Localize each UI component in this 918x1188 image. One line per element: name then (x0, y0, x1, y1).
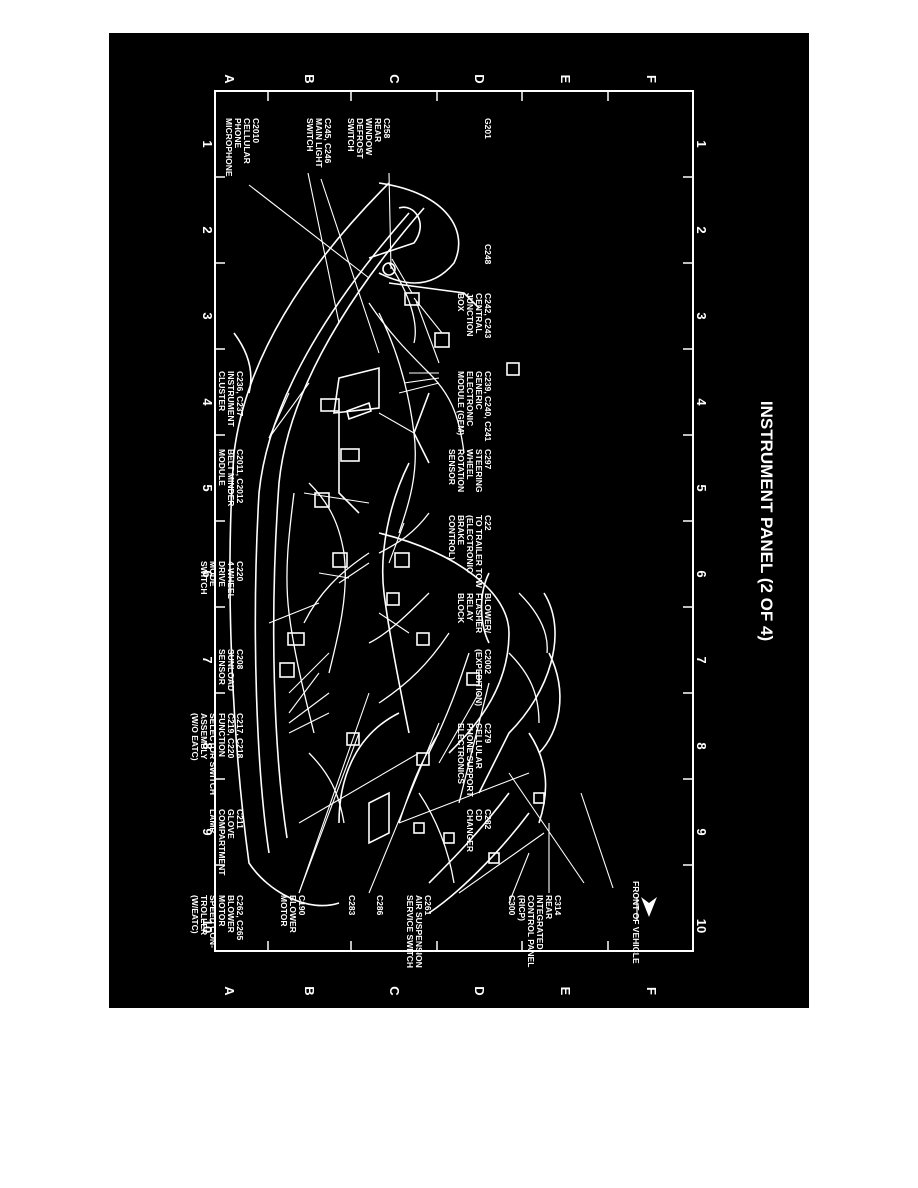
label-c248: C248 (483, 244, 493, 265)
label-c208-sunload-sensor: C208 SUNLOAD SENSOR (217, 649, 245, 693)
grid-number-top-9: 9 (200, 828, 215, 835)
grid-letter-left-a: A (222, 74, 237, 84)
front-of-vehicle-label: FRONT OF VEHICLE (631, 881, 641, 964)
grid-number-top-3: 3 (200, 312, 215, 319)
leader-lines (248, 172, 614, 904)
grid-number-bottom-4: 4 (694, 398, 709, 406)
grid-number-top-5: 5 (200, 484, 215, 491)
grid-labels: 1 2 3 4 5 6 7 8 9 10 1 2 3 4 5 6 7 8 9 1… (200, 74, 709, 996)
label-c22-trailer-tow: C22 TO TRAILER TOW (ELECTRONIC BRAKE CON… (447, 515, 493, 590)
grid-ticks (215, 91, 693, 951)
label-c239-generic-electronic-module: C239, C240, C241 GENERIC ELECTRONIC MODU… (456, 371, 493, 444)
label-c282-cd-changer: C282 CD CHANGER (465, 809, 493, 852)
front-arrow-icon (636, 897, 657, 921)
label-blower-flasher-relay-block: BLOWER/ FLASHER RELAY BLOCK (456, 593, 493, 636)
label-c261-air-suspension-service-switch: C261 AIR SUSPENSION SERVICE SWITCH (405, 895, 433, 970)
label-g201: G201 (483, 118, 493, 139)
grid-number-top-1: 1 (200, 140, 215, 147)
grid-number-top-6: 6 (200, 570, 215, 577)
callout-labels: C2010 CELLULAR PHONE MICROPHONE C245, C2… (190, 118, 641, 970)
label-c2002-expedition: C2002 (EXPEDITION) (474, 649, 493, 706)
instrument-panel-drawing (229, 182, 561, 914)
grid-letter-right-d: D (472, 986, 487, 995)
diagram-title: INSTRUMENT PANEL (2 OF 4) (757, 401, 776, 641)
label-c286: C286 (375, 895, 385, 916)
grid-number-bottom-3: 3 (694, 312, 709, 319)
label-c236-instrument-cluster: C236, C237 INSTRUMENT CLUSTER (217, 371, 245, 429)
diagram-sheet: 1 2 3 4 5 6 7 8 9 10 1 2 3 4 5 6 7 8 9 1… (109, 33, 809, 1008)
label-c220-4-wheel-drive-mode-switch: C220 4 WHEEL DRIVE MODE SWITCH (199, 561, 245, 601)
grid-letter-left-e: E (558, 75, 573, 84)
grid-number-bottom-7: 7 (694, 656, 709, 663)
grid-number-top-8: 8 (200, 742, 215, 749)
label-c258-rear-window-defrost-switch: C258 REAR WINDOW DEFROST SWITCH (346, 118, 392, 161)
label-c211-glove-compartment-lamp: C211 GLOVE COMPARTMENT LAMP (208, 809, 245, 878)
grid-number-bottom-1: 1 (694, 140, 709, 147)
grid-letter-left-b: B (302, 74, 317, 83)
label-c2011-belt-minder-module: C2011, C2012 BELT MINDER MODULE (217, 449, 245, 509)
label-c297-steering-wheel-rotation-sensor: C297 STEERING WHEEL ROTATION SENSOR (447, 449, 493, 495)
wiring-diagram: 1 2 3 4 5 6 7 8 9 10 1 2 3 4 5 6 7 8 9 1… (190, 74, 776, 996)
grid-letter-left-f: F (644, 75, 659, 83)
label-c300: C300 (507, 895, 517, 916)
grid-letter-right-f: F (644, 987, 659, 995)
grid-letter-left-d: D (472, 74, 487, 83)
label-c279-cellular-phone-support: C279 CELLULAR PHONE SUPPORT ELECTRONICS (456, 723, 493, 799)
grid-number-bottom-10: 10 (694, 919, 709, 933)
grid-number-top-4: 4 (200, 398, 215, 406)
label-c242-central-junction-box: C242, C243 CENTRAL JUNCTION BOX (456, 293, 493, 341)
grid-letter-right-a: A (222, 986, 237, 996)
grid-number-bottom-6: 6 (694, 570, 709, 577)
label-c245-main-light-switch: C245, C246 MAIN LIGHT SWITCH (305, 118, 333, 170)
label-c190-blower-motor: C190 BLOWER MOTOR (279, 895, 307, 935)
grid-number-bottom-9: 9 (694, 828, 709, 835)
grid-number-bottom-2: 2 (694, 226, 709, 233)
grid-letter-right-c: C (387, 986, 402, 996)
grid-letter-right-e: E (558, 987, 573, 996)
label-c283: C283 (347, 895, 357, 916)
grid-number-top-7: 7 (200, 656, 215, 663)
grid-number-bottom-8: 8 (694, 742, 709, 749)
grid-number-top-2: 2 (200, 226, 215, 233)
grid-letter-right-b: B (302, 986, 317, 995)
grid-letter-left-c: C (387, 74, 402, 84)
grid-number-top-10: 10 (200, 919, 215, 933)
label-c217-function-selector-switch: C217, C218 C219, C220 FUNCTION SELECTOR … (190, 713, 245, 797)
grid-number-bottom-5: 5 (694, 484, 709, 491)
label-c314-rear-integrated-control-panel: C314 REAR INTEGRATED CONTROL PANEL (RICP… (517, 895, 563, 970)
label-c2010-cellular-phone-microphone: C2010 CELLULAR PHONE MICROPHONE (224, 118, 261, 177)
label-c262-blower-motor-speed-controller: C262, C265 BLOWER MOTOR SPEED CON- TROLL… (190, 895, 245, 950)
